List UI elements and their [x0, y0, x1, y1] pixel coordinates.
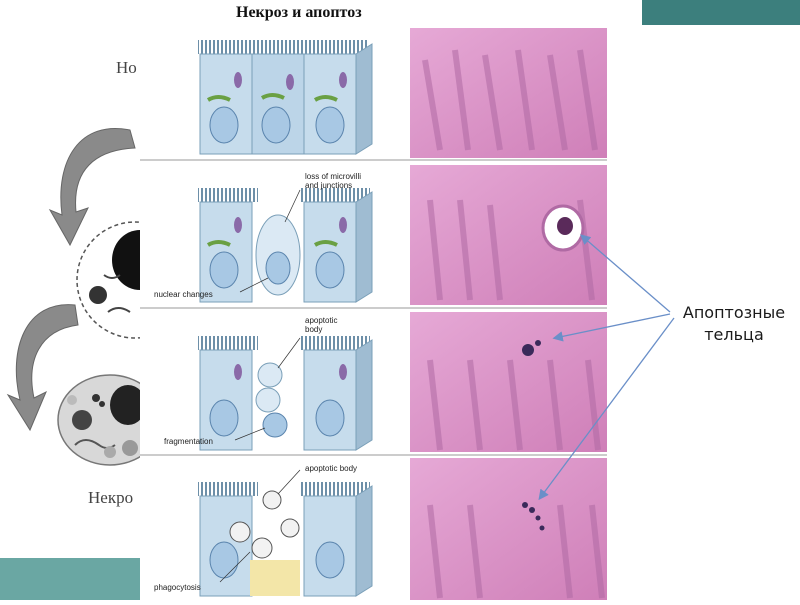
- annotation-loss-of-microvilli: loss of microvilli and junctions: [305, 172, 361, 190]
- annotation-text: apoptotic: [305, 316, 338, 325]
- partial-label-bottom: Некро: [88, 488, 134, 507]
- slide-title: Некроз и апоптоз: [236, 4, 362, 21]
- necrosis-apoptosis-figure: Некроз и апоптоз loss of microvilli and …: [140, 0, 607, 600]
- teal-corner-bar-bottom: [0, 558, 140, 600]
- curved-arrow-top: [48, 128, 136, 247]
- callout-line-2: тельца: [704, 325, 764, 344]
- partial-label-top: Но: [116, 58, 137, 77]
- annotation-nuclear-changes: nuclear changes: [154, 290, 213, 299]
- panel-loss-of-microvilli: [198, 188, 373, 303]
- figure-illustration: [140, 28, 607, 600]
- panel-phagocytosis: [198, 469, 373, 597]
- annotation-text: body: [305, 325, 323, 334]
- micrograph-normal: [410, 28, 607, 158]
- curved-arrow-bottom: [6, 304, 79, 432]
- panel-fragmentation: [198, 336, 373, 451]
- necrotic-cell: [57, 374, 163, 466]
- callout-line-1: Апоптозные: [682, 303, 786, 322]
- annotation-phagocytosis: phagocytosis: [154, 583, 201, 592]
- annotation-text: and junctions: [305, 181, 353, 190]
- annotation-text: loss of microvilli: [305, 172, 362, 181]
- annotation-apoptotic-body: apoptotic body: [305, 316, 337, 334]
- apoptotic-bodies-callout: Апоптозные тельца: [668, 302, 800, 346]
- panel-normal-cells: [198, 40, 373, 155]
- teal-corner-bar-top: [642, 0, 800, 25]
- annotation-fragmentation: fragmentation: [164, 437, 213, 446]
- annotation-apoptotic-body-inline: apoptotic body: [305, 464, 358, 473]
